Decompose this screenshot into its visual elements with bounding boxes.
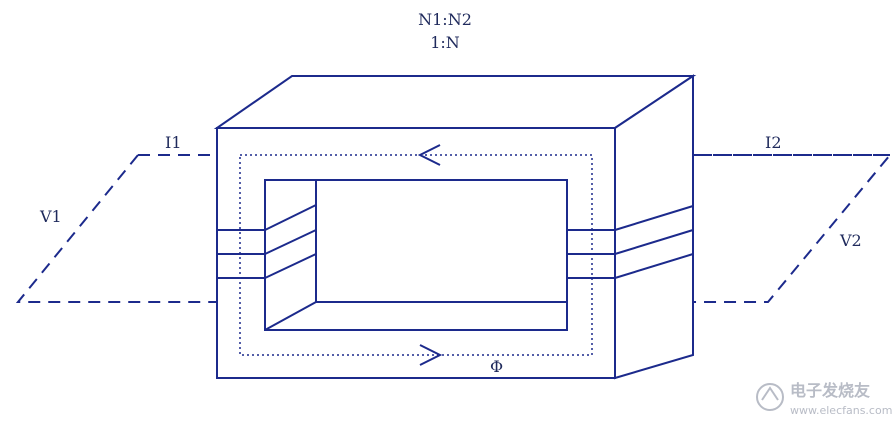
watermark: 电子发烧友 www.elecfans.com — [756, 381, 892, 417]
core-window — [264, 179, 568, 331]
secondary-winding — [567, 205, 694, 279]
watermark-url: www.elecfans.com — [790, 404, 892, 417]
core-top-face — [213, 75, 697, 129]
ratio-label: N1:N2 — [418, 10, 472, 29]
current-secondary-label: I2 — [765, 133, 782, 152]
watermark-cn: 电子发烧友 — [790, 381, 871, 400]
window-depth-top — [265, 179, 567, 303]
flux-arrow-top — [417, 144, 441, 166]
primary-winding — [217, 204, 317, 279]
flux-path — [239, 154, 593, 356]
ratio-value: 1:N — [430, 33, 460, 52]
flux-arrow-bottom — [419, 344, 443, 366]
voltage-secondary-label: V2 — [839, 231, 862, 250]
watermark-logo-icon — [756, 383, 784, 411]
current-primary-label: I1 — [165, 133, 182, 152]
primary-loop-dashed — [15, 154, 215, 303]
window-depth-bottom — [264, 301, 317, 331]
voltage-primary-label: V1 — [39, 207, 62, 226]
flux-label: Φ — [490, 357, 503, 376]
